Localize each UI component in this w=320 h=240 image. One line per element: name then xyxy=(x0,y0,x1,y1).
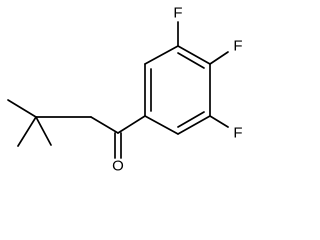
ring-bond-2 xyxy=(144,45,179,65)
bond-fluorine-right xyxy=(209,51,229,65)
ring-bond-5-inner xyxy=(177,111,205,128)
ring-bond-5 xyxy=(177,115,211,135)
fluorine-right-label: F xyxy=(233,38,242,55)
molecule-structure: F F F O xyxy=(7,5,243,175)
bond-methyl-down xyxy=(17,116,37,147)
bond-methyl-left xyxy=(7,99,37,118)
ring-bond-3 xyxy=(177,45,211,65)
ring-bond-3-inner xyxy=(177,52,205,69)
bond-methyl-right xyxy=(35,116,52,146)
oxygen-label: O xyxy=(112,158,124,175)
bond-fluorine-bottom xyxy=(209,115,229,128)
ring-bond-6 xyxy=(144,115,179,135)
structure-canvas: F F F O xyxy=(7,5,243,175)
bond-ch2-carbonyl xyxy=(90,116,119,134)
bond-carbonyl-ring xyxy=(117,115,146,134)
fluorine-bottom-label: F xyxy=(233,125,242,142)
fluorine-top-label: F xyxy=(173,5,182,22)
